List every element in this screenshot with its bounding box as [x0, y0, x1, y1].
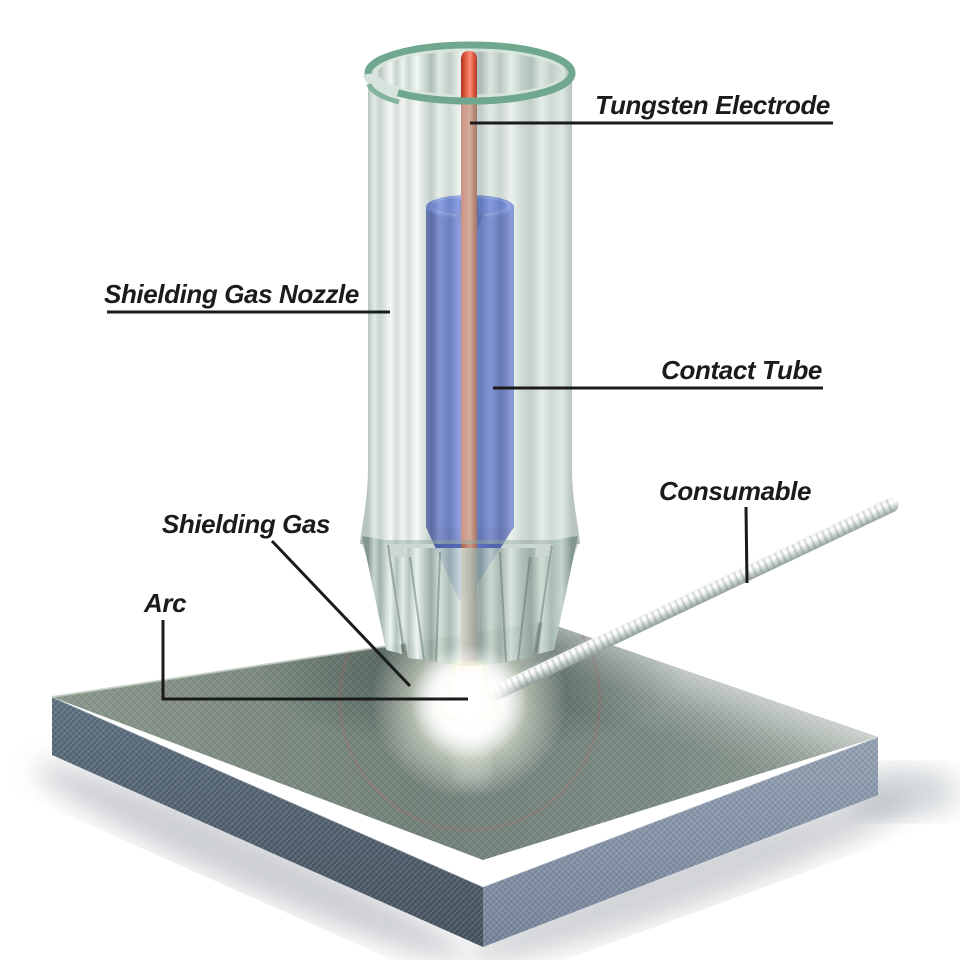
nozzle-rim-gap — [363, 72, 400, 105]
consumable-wire-graphic — [475, 497, 899, 707]
shielding-gas-nozzle-graphic — [360, 41, 580, 665]
label-shielding-gas: Shielding Gas — [162, 509, 330, 539]
labels: Tungsten Electrode Shielding Gas Nozzle … — [104, 90, 830, 618]
label-tungsten-electrode: Tungsten Electrode — [595, 90, 830, 120]
welding-torch — [360, 41, 580, 678]
tungsten-electrode-tip-top — [461, 51, 477, 101]
label-contact-tube: Contact Tube — [661, 355, 822, 385]
label-consumable: Consumable — [659, 476, 811, 506]
leader-line-consumable — [744, 506, 749, 584]
arc-glow-graphic — [411, 644, 527, 760]
leader-line-shielding-gas — [270, 539, 412, 688]
label-shielding-gas-nozzle: Shielding Gas Nozzle — [104, 279, 359, 309]
leader-line-arc — [161, 620, 468, 701]
label-arc: Arc — [143, 588, 187, 618]
leader-lines — [107, 121, 833, 701]
